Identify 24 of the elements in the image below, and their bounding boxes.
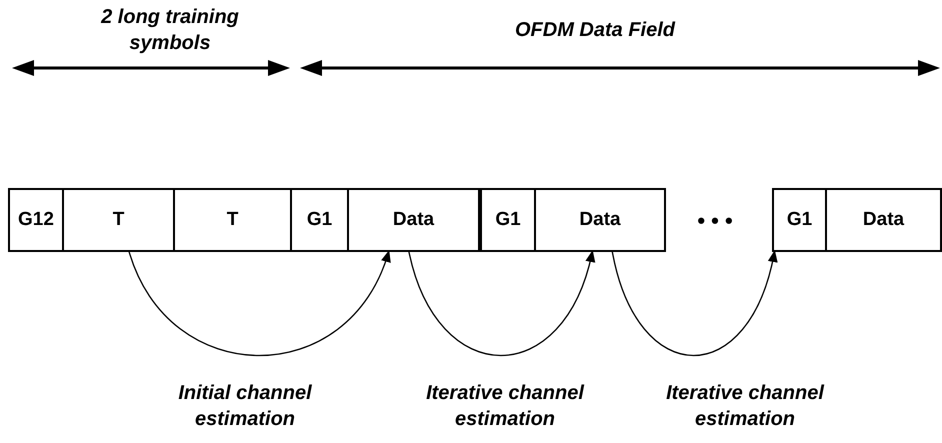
dimension-label: OFDM Data Field xyxy=(514,18,676,43)
frame-segment xyxy=(62,188,175,252)
frame-segment xyxy=(8,188,64,252)
frame-segment xyxy=(825,188,942,252)
frame-segment xyxy=(290,188,349,252)
segment-label: T xyxy=(112,208,124,232)
segment-label: T xyxy=(226,208,238,232)
frame-segment xyxy=(480,188,536,252)
curved-arrow xyxy=(128,250,390,356)
dimension-label: 2 long training symbols xyxy=(100,5,240,56)
curved-arrow xyxy=(408,250,594,356)
frame-segment xyxy=(772,188,827,252)
curved-arrow xyxy=(611,250,777,356)
frame-segment xyxy=(173,188,292,252)
frame-segment xyxy=(534,188,666,252)
segment-label: Data xyxy=(392,208,434,232)
segment-label: G1 xyxy=(495,208,521,232)
segment-label: Data xyxy=(579,208,621,232)
frame-segment xyxy=(347,188,480,252)
segment-label: G1 xyxy=(306,208,332,232)
segment-label: Data xyxy=(862,208,904,232)
ellipsis: • • • xyxy=(696,207,734,235)
segment-label: G1 xyxy=(786,208,812,232)
segment-label: G12 xyxy=(18,208,54,232)
